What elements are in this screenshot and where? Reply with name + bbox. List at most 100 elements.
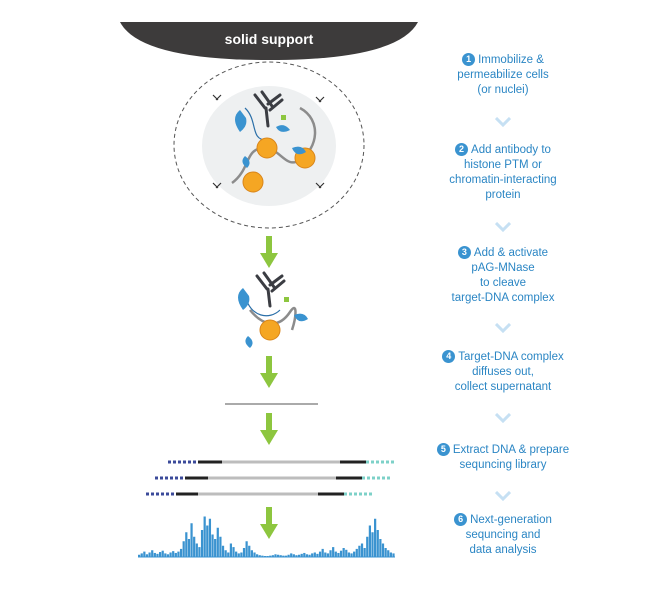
signal-bar bbox=[208, 518, 212, 557]
chevron-down-icon bbox=[495, 117, 511, 127]
signal-bar bbox=[271, 555, 274, 557]
step-6-number: 6 bbox=[454, 513, 468, 526]
signal-bar bbox=[232, 547, 235, 557]
step-3-text-2: pAG-MNase bbox=[471, 262, 535, 274]
signal-bar bbox=[279, 555, 282, 557]
signal-bar bbox=[384, 548, 387, 557]
signal-bar bbox=[237, 553, 240, 557]
signal-bar bbox=[345, 549, 348, 557]
signal-bar bbox=[200, 530, 204, 557]
signal-bar bbox=[297, 554, 301, 557]
signal-bar bbox=[363, 548, 366, 557]
step-5-text-2: sequncing library bbox=[459, 459, 547, 471]
arrow-2 bbox=[260, 356, 278, 388]
signal-bar bbox=[387, 550, 390, 557]
signal-bar bbox=[290, 553, 293, 557]
signal-bar bbox=[368, 525, 371, 557]
signal-bar bbox=[379, 539, 382, 557]
signal-bar bbox=[321, 548, 324, 557]
signal-bar bbox=[214, 539, 217, 557]
signal-bar bbox=[193, 536, 196, 557]
signal-bar bbox=[389, 552, 392, 557]
step-3-number: 3 bbox=[457, 246, 471, 259]
signal-bar bbox=[358, 545, 361, 557]
signal-bar bbox=[308, 554, 311, 557]
signal-bar bbox=[174, 552, 177, 557]
signal-bar bbox=[227, 552, 230, 557]
signal-track bbox=[138, 516, 395, 557]
signal-bar bbox=[263, 556, 267, 557]
step-5-text-1: Extract DNA & prepare bbox=[452, 444, 570, 456]
step-6-text-3: data analysis bbox=[469, 544, 537, 556]
sequencing-library bbox=[146, 460, 396, 496]
signal-bar bbox=[179, 548, 183, 557]
solid-support bbox=[120, 22, 418, 60]
chevron-down-icon bbox=[495, 323, 511, 333]
signal-bar bbox=[324, 552, 327, 557]
signal-bar bbox=[190, 523, 193, 557]
step-4-text-2: diffuses out, bbox=[472, 366, 534, 378]
signal-bar bbox=[148, 552, 151, 557]
signal-bar bbox=[161, 550, 164, 557]
step-2-text-4: protein bbox=[485, 189, 521, 201]
signal-bar bbox=[245, 541, 248, 557]
signal-bar bbox=[371, 532, 374, 557]
signal-bar bbox=[166, 554, 170, 557]
step-6-text-2: sequncing and bbox=[465, 529, 541, 541]
signal-bar bbox=[185, 532, 188, 557]
signal-bar bbox=[284, 555, 288, 557]
signal-bar bbox=[276, 554, 280, 557]
signal-bar bbox=[318, 551, 322, 557]
signal-bar bbox=[332, 547, 335, 557]
step-3-text-3: to cleave bbox=[479, 277, 527, 289]
step-2-number: 2 bbox=[455, 143, 469, 156]
signal-bar bbox=[250, 550, 253, 557]
signal-bar bbox=[342, 548, 345, 557]
signal-bar bbox=[360, 543, 364, 557]
signal-bar bbox=[381, 543, 385, 557]
signal-bar bbox=[145, 554, 149, 557]
signal-bar bbox=[235, 551, 238, 557]
chevron-down-icon bbox=[495, 413, 511, 423]
signal-bar bbox=[216, 527, 219, 557]
signal-bar bbox=[266, 556, 269, 557]
signal-bar bbox=[376, 530, 379, 557]
signal-bar bbox=[211, 534, 214, 557]
signal-bar bbox=[256, 554, 259, 557]
step-2-text-3: chromatin-interacting bbox=[449, 174, 557, 186]
signal-bar bbox=[187, 539, 191, 557]
signal-bar bbox=[305, 554, 309, 557]
signal-bar bbox=[316, 553, 319, 557]
pore-marks bbox=[212, 94, 325, 189]
signal-bar bbox=[311, 553, 314, 557]
signal-bar bbox=[300, 553, 303, 557]
signal-bar bbox=[258, 555, 261, 557]
signal-bar bbox=[143, 551, 146, 557]
released-complex bbox=[238, 271, 308, 348]
signal-bar bbox=[282, 555, 285, 557]
signal-bar bbox=[350, 553, 353, 557]
signal-bar bbox=[177, 551, 180, 557]
signal-bar bbox=[303, 552, 306, 557]
arrow-4 bbox=[260, 507, 278, 539]
signal-bar bbox=[156, 553, 159, 557]
signal-bar bbox=[151, 550, 154, 557]
signal-bar bbox=[253, 552, 256, 557]
signal-bar bbox=[274, 554, 277, 557]
signal-bar bbox=[219, 536, 222, 557]
step-2-text-1: Add antibody to bbox=[471, 144, 551, 156]
signal-bar bbox=[198, 547, 201, 557]
step-2-text-2: histone PTM or bbox=[464, 159, 542, 171]
